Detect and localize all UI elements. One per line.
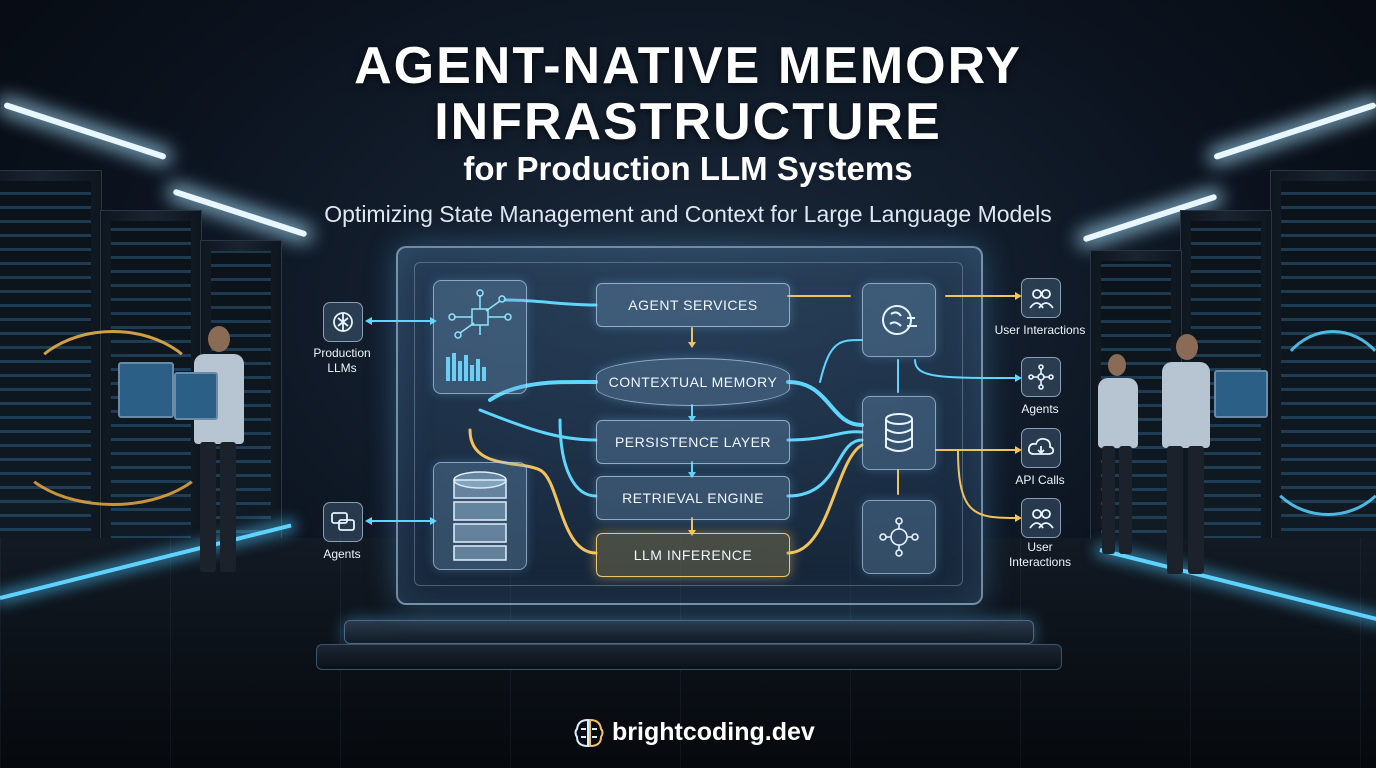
database-stack-tile (433, 462, 527, 570)
panel-base-top (344, 620, 1034, 644)
user-interactions-2-text: User Interactions (1008, 540, 1072, 569)
wire-cyan (786, 430, 864, 442)
persistence-layer-block: PERSISTENCE LAYER (596, 420, 790, 464)
brain-tile (862, 283, 936, 357)
wire-yellow (786, 443, 864, 555)
wire-cyan (503, 298, 598, 307)
user-interactions-2-label: User Interactions (1000, 540, 1080, 570)
cloud-icon (1027, 437, 1055, 455)
user-interactions-icon-box (1021, 278, 1061, 318)
processor-tile (433, 280, 527, 394)
arrow-to-user-interactions (957, 449, 1016, 519)
network-icon (1028, 364, 1054, 390)
chip-network-icon (446, 289, 512, 381)
wire-cyan (786, 380, 864, 427)
agents-left-label: Agents (323, 547, 361, 561)
brand-name[interactable]: brightcoding.dev (612, 718, 815, 746)
subtitle: Optimizing State Management and Context … (324, 201, 1052, 227)
brain-circuit-icon (574, 718, 604, 748)
arrowhead (688, 472, 696, 478)
user-interactions-label: User Interactions (994, 323, 1086, 337)
agent-services-block: AGENT SERVICES (596, 283, 790, 327)
llm-inference-block: LLM INFERENCE (596, 533, 790, 577)
wire-cyan (786, 438, 864, 498)
arrowhead (688, 416, 696, 422)
arrowhead (1015, 514, 1022, 522)
arrowhead (365, 517, 372, 525)
wire-cyan (488, 379, 598, 402)
glowing-cables (20, 330, 206, 466)
title-line-1: AGENT-NATIVE MEMORY (354, 37, 1022, 95)
engineer-figure (1150, 330, 1225, 580)
database-tile (862, 396, 936, 470)
users-icon (1029, 509, 1054, 529)
production-llms-text: Production LLMs (313, 346, 371, 375)
neural-node-tile (862, 500, 936, 574)
title-line-2: INFRASTRUCTURE (434, 93, 942, 151)
monitor (174, 372, 218, 420)
arrowhead (1015, 446, 1022, 454)
openai-icon (333, 312, 353, 332)
glowing-cables (1270, 330, 1376, 476)
api-calls-label: API Calls (1015, 473, 1065, 487)
brain-icon (882, 305, 917, 335)
agents-right-icon-box (1021, 357, 1061, 397)
production-llms-label: Production LLMs (300, 346, 384, 376)
database-icon (885, 413, 913, 452)
glowing-cables (1260, 390, 1376, 516)
engineer-figure (180, 320, 260, 580)
agents-right-label: Agents (1021, 402, 1059, 416)
monitor (1214, 370, 1268, 418)
engineer-figure (1090, 350, 1150, 560)
panel-base-bottom (316, 644, 1062, 670)
wire-cyan (478, 408, 598, 442)
database-stack-icon (453, 471, 507, 561)
neural-node-icon (879, 517, 919, 557)
arrowhead (1015, 374, 1022, 382)
wire-cyan (819, 339, 863, 383)
title-tagline: for Production LLM Systems (463, 150, 913, 187)
architecture-panel-frame (414, 262, 963, 586)
retrieval-engine-block: RETRIEVAL ENGINE (596, 476, 790, 520)
api-calls-icon-box (1021, 428, 1061, 468)
arrowhead (688, 342, 696, 348)
arrowhead (365, 317, 372, 325)
wire-cyan (558, 418, 598, 498)
wire-yellow (468, 428, 598, 555)
users-icon (1029, 289, 1054, 309)
glowing-cables (10, 380, 216, 506)
agents-left-icon-box (323, 502, 363, 542)
contextual-memory-block: CONTEXTUAL MEMORY (596, 358, 790, 406)
monitor (118, 362, 174, 418)
title-heading: AGENT-NATIVE MEMORY INFRASTRUCTURE (0, 38, 1376, 150)
production-llms-icon-box (323, 302, 363, 342)
chat-icon (331, 512, 355, 531)
arrow-to-agents (914, 359, 1016, 379)
arrowhead (1015, 292, 1022, 300)
user-interactions-2-icon-box (1021, 498, 1061, 538)
